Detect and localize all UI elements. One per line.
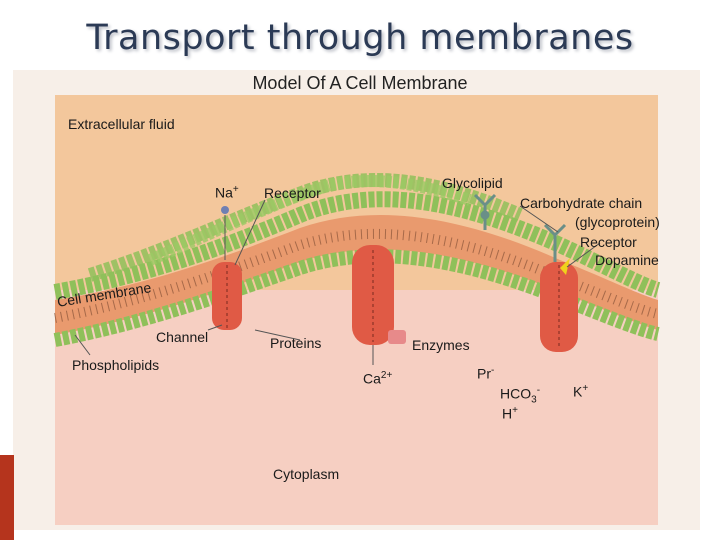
outer-lipid-layer <box>53 191 661 300</box>
label-ca: Ca2+ <box>363 370 393 387</box>
label-enzymes: Enzymes <box>412 337 470 353</box>
slide-title: Transport through membranes <box>86 18 634 58</box>
label-glycoprotein: (glycoprotein) <box>575 214 660 230</box>
membrane-band <box>55 214 658 335</box>
label-channel: Channel <box>156 329 209 345</box>
label-phospholipids: Phospholipids <box>72 357 160 373</box>
label-proteins: Proteins <box>270 335 322 351</box>
label-k: K+ <box>573 383 589 400</box>
label-receptor-2: Receptor <box>580 234 637 250</box>
label-pr: Pr- <box>477 365 495 382</box>
label-na: Na+ <box>215 184 239 201</box>
label-receptor: Receptor <box>264 185 321 201</box>
label-hco3: HCO3- <box>500 385 541 406</box>
enzyme-blob <box>388 330 406 344</box>
figure-title: Model Of A Cell Membrane <box>252 73 468 93</box>
label-dopamine: Dopamine <box>595 252 659 268</box>
label-extracellular: Extracellular fluid <box>68 116 175 132</box>
carbohydrate-chain <box>543 223 567 262</box>
label-h: H+ <box>502 405 518 422</box>
label-carbohydrate-chain: Carbohydrate chain <box>520 195 643 211</box>
label-cytoplasm: Cytoplasm <box>273 466 340 482</box>
dopamine-molecule <box>560 258 570 275</box>
slide-decoration <box>0 455 14 540</box>
glycolipid-chain <box>473 193 497 230</box>
na-ion <box>221 206 229 214</box>
label-glycolipid: Glycolipid <box>442 175 503 191</box>
